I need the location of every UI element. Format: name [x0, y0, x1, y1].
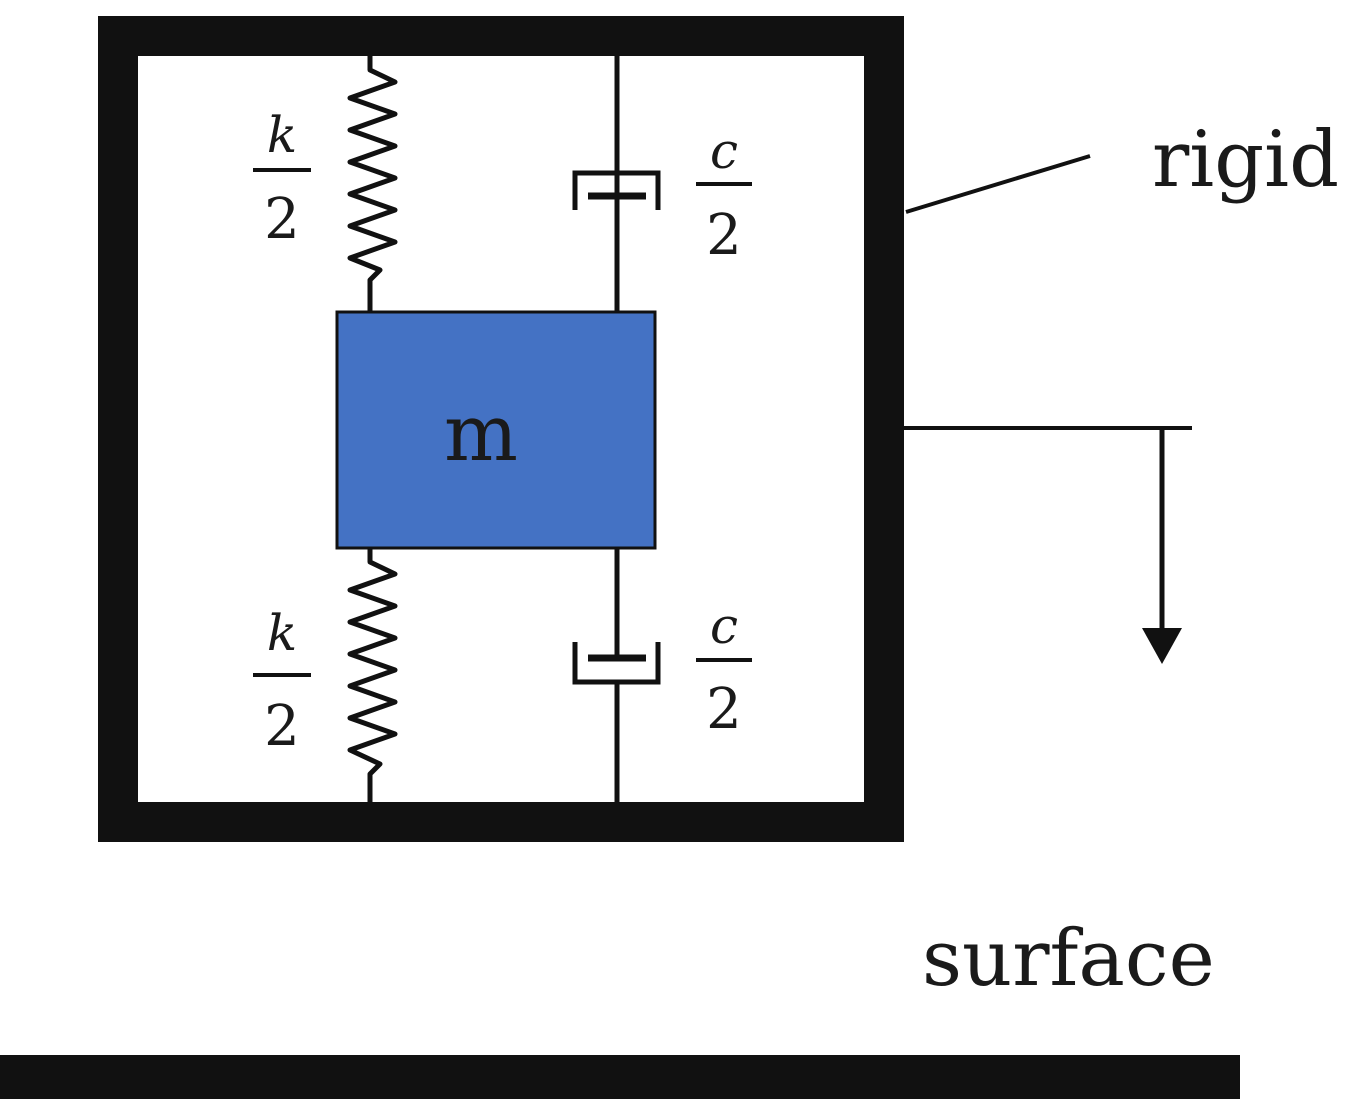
- damper-bottom-numerator: c: [710, 597, 738, 655]
- rigid-frame: [98, 16, 904, 842]
- spring-bottom-label: k 2: [253, 604, 311, 759]
- spring-bottom-numerator: k: [267, 604, 297, 662]
- ground-surface: [0, 1055, 1240, 1099]
- damper-top-denominator: 2: [706, 203, 742, 268]
- spring-bottom-denominator: 2: [264, 694, 300, 759]
- spring-top-label: k 2: [253, 106, 311, 252]
- damper-top-label: c 2: [696, 122, 752, 268]
- rigid-label: rigid: [1152, 115, 1339, 205]
- spring-top-denominator: 2: [264, 187, 300, 252]
- spring-top: [347, 56, 398, 312]
- damper-bottom: [572, 548, 661, 802]
- damper-top-numerator: c: [710, 122, 738, 180]
- rigid-leader-line: [905, 154, 1091, 214]
- damper-top: [572, 56, 661, 312]
- motion-arrow: [904, 426, 1192, 664]
- mass-block: [335, 310, 657, 550]
- spring-bottom: [347, 548, 398, 802]
- down-arrowhead-icon: [1142, 628, 1182, 664]
- mass-label: m: [444, 389, 518, 479]
- damper-bottom-denominator: 2: [706, 677, 742, 742]
- spring-top-numerator: k: [267, 106, 297, 164]
- surface-label: surface: [922, 914, 1215, 1004]
- damper-bottom-label: c 2: [696, 597, 752, 742]
